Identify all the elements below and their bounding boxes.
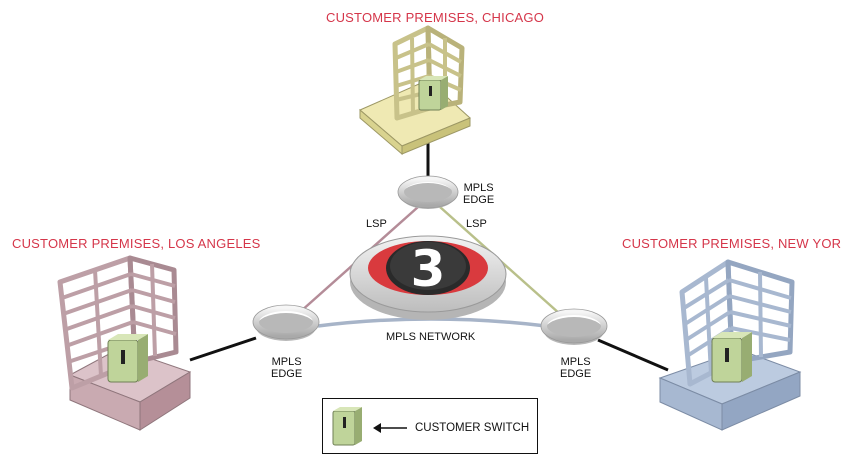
edge-label-top: MPLS EDGE (463, 182, 494, 206)
switch-new-york (711, 332, 752, 383)
site-label-chicago: CUSTOMER PREMISES, CHICAGO (326, 10, 545, 25)
edge-label-left-line2: EDGE (271, 368, 303, 380)
building-los-angeles (57, 255, 192, 431)
mpls-edge-ring-right (540, 308, 608, 345)
legend-switch-label: CUSTOMER SWITCH (415, 422, 530, 434)
mpls-network-label: MPLS NETWORK (386, 331, 476, 343)
building-new-york (658, 259, 802, 431)
mpls-core-node (349, 235, 507, 320)
edge-label-top-line2: EDGE (463, 194, 495, 206)
site-label-los-angeles: CUSTOMER PREMISES, LOS ANGELES (12, 236, 261, 251)
lsp-label-left: LSP (366, 218, 387, 230)
edge-label-right-line1: MPLS (560, 356, 591, 368)
switch-los-angeles (107, 334, 148, 383)
legend-switch-icon (332, 407, 362, 446)
access-link-new-york (597, 338, 669, 372)
edge-label-top-line1: MPLS (463, 182, 494, 194)
mpls-edge-ring-top (397, 175, 459, 209)
legend: CUSTOMER SWITCH (322, 398, 538, 454)
legend-arrow-icon (373, 423, 407, 433)
core-glyph: 3 (411, 240, 446, 298)
edge-label-left: MPLS EDGE (271, 356, 302, 380)
edge-label-left-line1: MPLS (271, 356, 302, 368)
mpls-edge-ring-left (252, 304, 320, 341)
edge-label-right-line2: EDGE (560, 368, 592, 380)
mpls-network-link (317, 317, 547, 328)
building-chicago (359, 25, 471, 156)
edge-label-right: MPLS EDGE (560, 356, 591, 380)
site-label-new-york: CUSTOMER PREMISES, NEW YORK (622, 236, 841, 251)
access-link-los-angeles (189, 336, 257, 362)
lsp-label-right: LSP (466, 218, 487, 230)
switch-chicago (418, 76, 448, 111)
